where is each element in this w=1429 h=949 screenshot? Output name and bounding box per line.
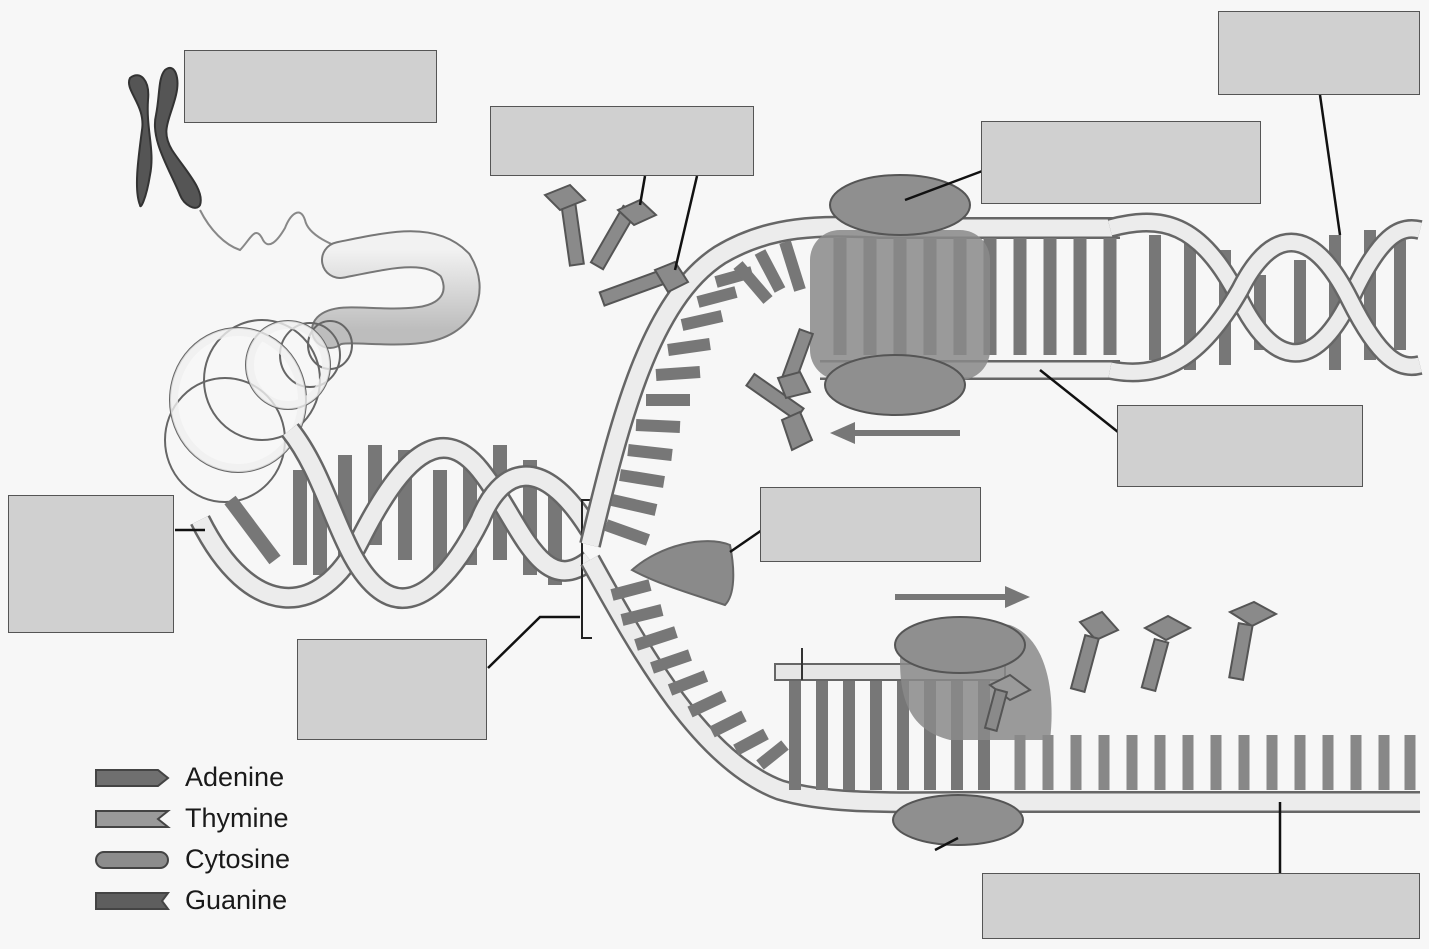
free-nucleotides-bottom — [1071, 602, 1276, 692]
label-box-parental-helix[interactable] — [1218, 11, 1420, 95]
arrow-right-icon — [895, 586, 1030, 608]
legend-item-cytosine: Cytosine — [92, 842, 332, 883]
legend: Adenine Thymine Cytosine Guanine — [92, 760, 332, 924]
legend-item-guanine: Guanine — [92, 883, 332, 924]
label-box-nucleotides[interactable] — [490, 106, 754, 176]
legend-label: Cytosine — [185, 844, 290, 875]
label-box-double-helix[interactable] — [8, 495, 174, 633]
arrow-left-icon — [830, 422, 960, 444]
legend-label: Thymine — [185, 803, 289, 834]
left-double-helix — [200, 430, 590, 598]
legend-item-thymine: Thymine — [92, 801, 332, 842]
legend-item-adenine: Adenine — [92, 760, 332, 801]
label-box-lagging-strand[interactable] — [982, 873, 1420, 939]
label-box-leading-strand[interactable] — [1117, 405, 1363, 487]
right-double-helix — [1110, 223, 1420, 373]
label-box-polymerase[interactable] — [981, 121, 1261, 204]
polymerase-top-icon — [810, 175, 990, 415]
helicase-icon — [632, 541, 733, 605]
legend-label: Guanine — [185, 885, 287, 916]
label-box-chromosome[interactable] — [184, 50, 437, 123]
label-box-replication-fork[interactable] — [297, 639, 487, 740]
legend-label: Adenine — [185, 762, 284, 793]
label-box-helicase[interactable] — [760, 487, 981, 562]
